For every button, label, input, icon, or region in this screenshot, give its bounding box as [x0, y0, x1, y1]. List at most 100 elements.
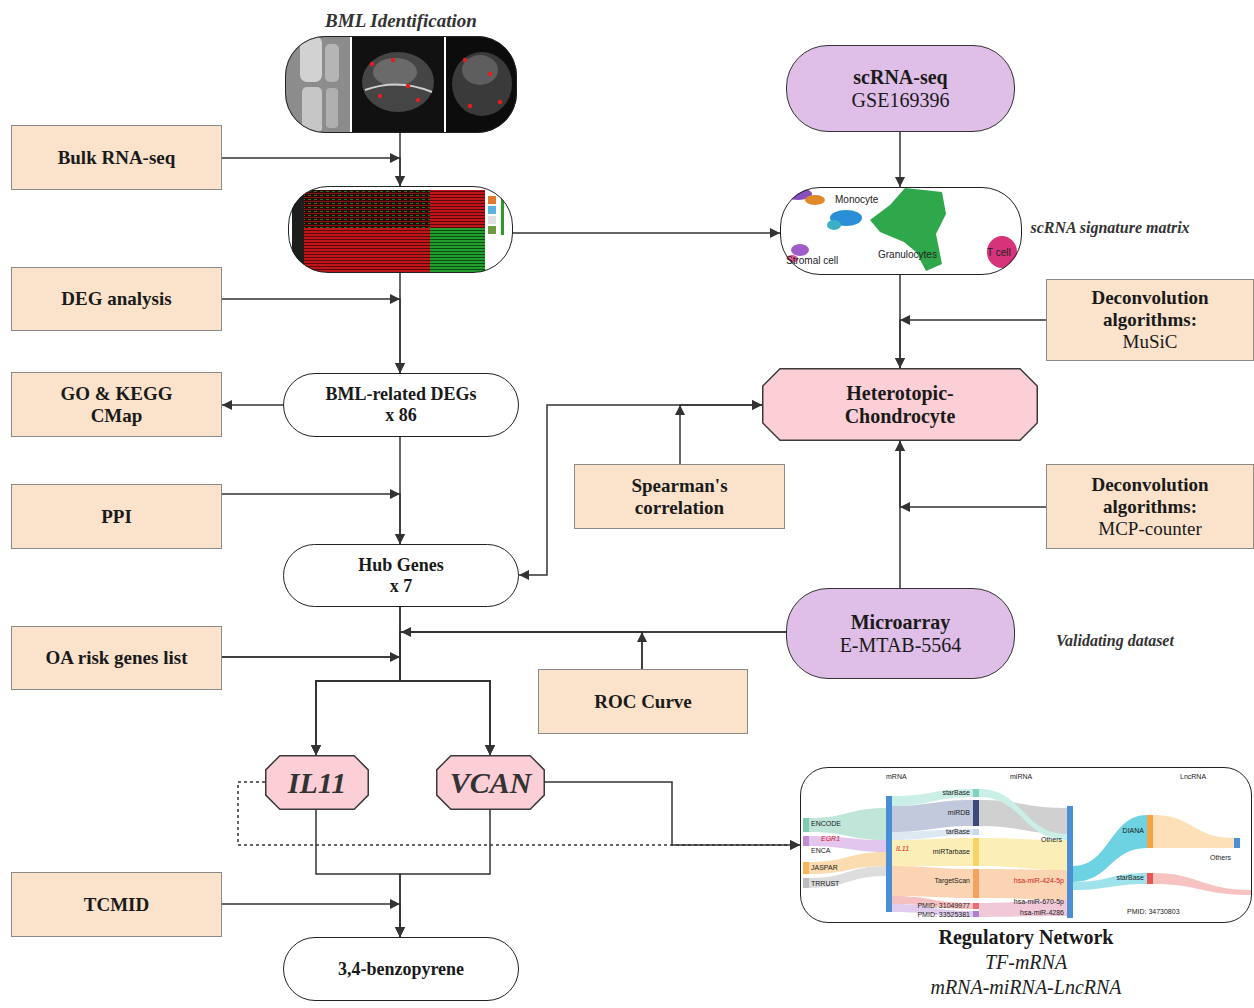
node-title: Regulatory Network: [939, 925, 1114, 950]
connector: [222, 494, 400, 544]
node-title: Hub Genes: [358, 555, 444, 576]
mri-images-part: [362, 52, 434, 112]
sankey-label: miRNA: [1010, 773, 1032, 781]
mri-images-part: [285, 36, 351, 133]
heatmap-panel: [288, 186, 513, 273]
sankey-label: miRDB: [948, 809, 970, 817]
sankey-image-part: [803, 878, 809, 888]
heatmap-image-part: [501, 195, 504, 235]
node-title: DEG analysis: [61, 288, 171, 310]
sankey-label: PMID: 31049977: [917, 902, 970, 910]
node-text: Stromal cell: [786, 255, 838, 266]
mri-images-part: [365, 84, 432, 92]
merge-arrowheads-part: [675, 405, 685, 415]
result-pill: BML-related DEGsx 86: [283, 373, 519, 437]
network-panel: Regulatory NetworkTF-mRNAmRNA-miRNA-LncR…: [800, 767, 1252, 1005]
merge-arrowheads-part: [390, 899, 400, 909]
connector: [519, 405, 762, 575]
merge-arrowheads-part: [401, 627, 411, 637]
node-title: 3,4-benzopyrene: [338, 959, 464, 980]
connector: [400, 810, 490, 937]
merge-arrowheads-part: [637, 632, 647, 642]
octagon-shape: [763, 369, 1038, 441]
umap-image-part: [805, 195, 825, 205]
sankey-image-part: [1147, 873, 1153, 884]
node-title: scRNA-seq: [853, 66, 947, 89]
merge-arrowheads-part: [390, 652, 400, 662]
sankey-label: hsa-miR-4286: [1020, 909, 1064, 917]
sankey-image-part: [803, 862, 809, 874]
merge-arrowheads-part: [900, 502, 910, 512]
panel-outline: [285, 36, 517, 133]
sankey-image-part: [1073, 873, 1147, 890]
method-box: PPI: [11, 484, 222, 549]
connector: [545, 782, 800, 845]
annotation-label: Validating dataset: [1056, 632, 1174, 650]
heatmap-image-part: [292, 190, 304, 272]
sankey-label: DIANA: [1123, 827, 1144, 835]
connector: [900, 441, 1046, 507]
node-text: mRNA-miRNA-LncRNA: [930, 975, 1121, 1000]
umap-panel: MonocyteStromal cellGranulocytesT cell: [780, 187, 1022, 275]
sankey-image-part: [979, 869, 1067, 900]
heatmap-image: [288, 186, 513, 273]
connector: [899, 132, 901, 187]
mri-images-part: [373, 58, 417, 86]
heatmap-image-part: [430, 228, 485, 272]
heatmap-image-part: [292, 228, 430, 272]
umap-image: [780, 187, 1022, 275]
mri-images-part: [351, 36, 445, 133]
mri-images: [285, 36, 517, 133]
connector: [222, 299, 400, 373]
merge-arrowheads-part: [900, 315, 910, 325]
connector: [316, 632, 786, 755]
sankey-label: ENCA: [811, 847, 830, 855]
sankey-label: PMID: 33525381: [917, 911, 970, 919]
octagon-shape: [437, 756, 545, 810]
connector: [222, 158, 400, 186]
mri-images-part: [445, 36, 517, 133]
mri-images-part: [406, 84, 410, 88]
gene-octagon: VCAN: [436, 755, 545, 810]
method-box: Bulk RNA-seq: [11, 125, 222, 190]
merge-arrowheads-part: [390, 294, 400, 304]
sankey-image-part: [1067, 806, 1073, 918]
gene-octagon: IL11: [265, 755, 369, 810]
method-box: Deconvolution algorithms:MuSiC: [1046, 279, 1254, 361]
node-title: PPI: [101, 506, 132, 528]
sankey-image-part: [1147, 815, 1153, 848]
node-title: Deconvolution algorithms:: [1060, 287, 1240, 331]
method-box: GO & KEGGCMap: [11, 372, 222, 437]
node-title: IL11: [288, 766, 346, 800]
sankey-image-part: [892, 800, 973, 832]
node-title: Bulk RNA-seq: [58, 147, 176, 169]
mri-images-part: [370, 62, 374, 66]
node-text: x 86: [385, 405, 417, 426]
node-title: TCMID: [84, 894, 149, 916]
method-box: DEG analysis: [11, 267, 222, 331]
connector: [400, 632, 786, 755]
node-title: Heterotopic-Chondrocyte: [825, 382, 975, 428]
heatmap-image-part: [488, 206, 496, 214]
node-title: BML Identification: [325, 10, 477, 32]
umap-image-part: [987, 236, 1017, 268]
sankey-image-part: [1153, 873, 1252, 895]
mri-images-part: [488, 72, 492, 76]
umap-image-part: [780, 187, 1022, 275]
sankey-label: hsa-miR-424-5p: [1014, 877, 1064, 885]
sankey-image-part: [973, 789, 979, 797]
sankey-label: EGR1: [821, 835, 840, 843]
connector: [513, 232, 780, 234]
image-panel: BML Identification: [285, 4, 517, 133]
sankey-label: mRNA: [886, 773, 907, 781]
connector: [900, 320, 1046, 368]
sankey-label: tarBase: [946, 828, 970, 836]
method-box: OA risk genes list: [11, 626, 222, 690]
node-text: MuSiC: [1123, 331, 1178, 353]
result-pill: 3,4-benzopyrene: [283, 937, 519, 1001]
sankey-image-part: [1234, 838, 1240, 848]
node-title: Spearman's correlation: [615, 475, 745, 519]
sankey-label: starBase: [942, 789, 970, 797]
